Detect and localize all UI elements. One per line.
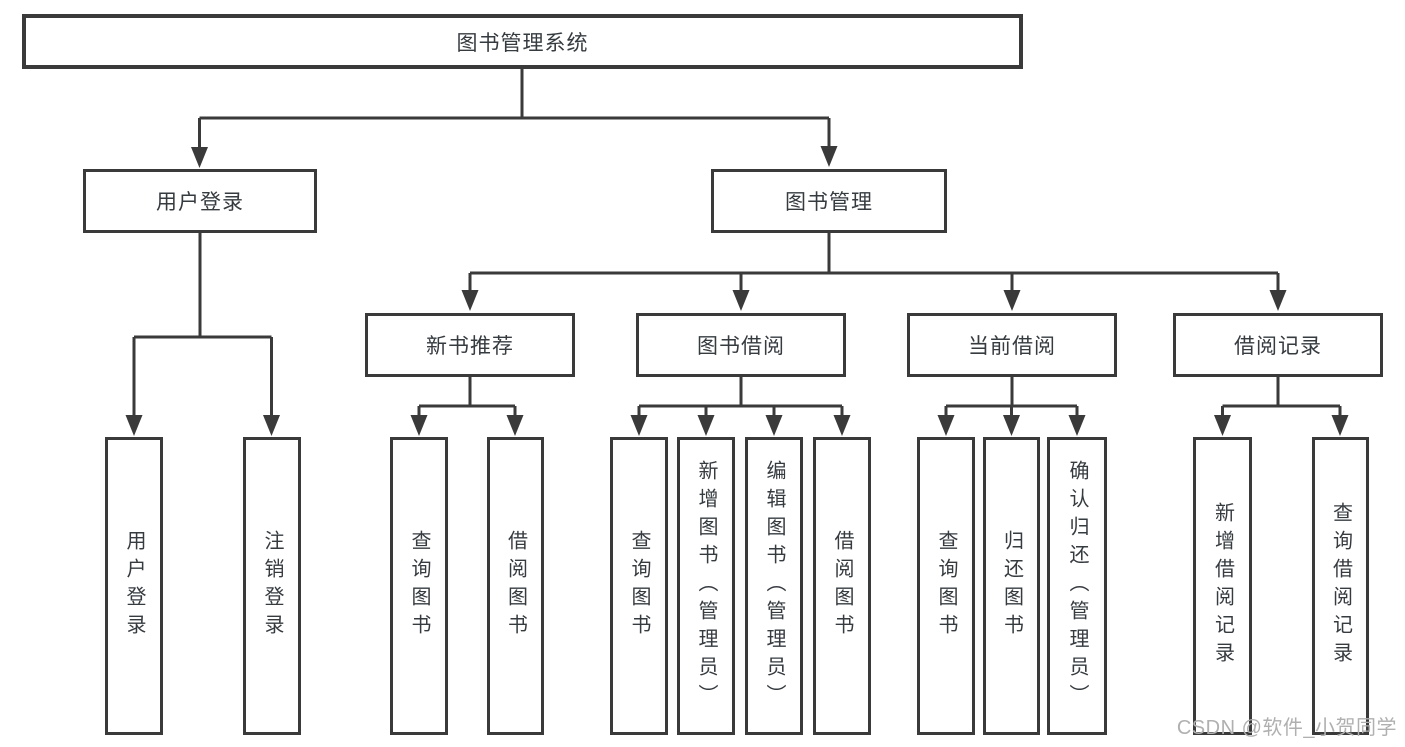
leaf-logout: 注销登录 [243,437,301,735]
node-label: 新书推荐 [426,335,514,358]
node-label: 图书管理系统 [456,31,589,55]
leaf-add-borrow-record: 新增借阅记录 [1193,437,1252,735]
leaf-user-login: 用户登录 [105,437,163,735]
node-book-management: 图书管理 [711,169,947,233]
node-book-borrowing: 图书借阅 [636,313,846,377]
node-label: 用户登录 [156,191,244,214]
node-label: 查询图书 [935,530,957,642]
node-label: 用户登录 [123,530,145,642]
node-label: 新增图书（管理员） [695,460,717,712]
node-label: 归还图书 [1000,530,1023,642]
node-current-borrowing: 当前借阅 [907,313,1117,377]
node-label: 查询借阅记录 [1329,502,1352,670]
node-label: 图书借阅 [697,335,785,358]
node-label: 当前借阅 [968,335,1056,358]
csdn-watermark: CSDN @软件_小贺同学 [1176,717,1397,739]
leaf-query-books-recommend: 查询图书 [390,437,448,735]
node-label: 编辑图书（管理员） [763,460,785,712]
node-borrow-records: 借阅记录 [1173,313,1383,377]
leaf-confirm-return-admin: 确认归还（管理员） [1047,437,1107,735]
leaf-query-borrow-record: 查询借阅记录 [1312,437,1369,735]
leaf-add-book-admin: 新增图书（管理员） [677,437,735,735]
node-library-system: 图书管理系统 [22,14,1023,69]
leaf-query-books-current: 查询图书 [917,437,975,735]
leaf-edit-book-admin: 编辑图书（管理员） [745,437,803,735]
leaf-borrow-books-borrowing: 借阅图书 [813,437,871,735]
leaf-query-books-borrowing: 查询图书 [610,437,668,735]
node-label: 确认归还（管理员） [1066,460,1088,712]
node-label: 新增借阅记录 [1211,502,1234,670]
node-label: 查询图书 [408,530,430,642]
node-label: 注销登录 [261,530,283,642]
leaf-borrow-books-recommend: 借阅图书 [487,437,544,735]
arrowheads [125,146,1349,436]
node-label: 借阅图书 [831,530,853,642]
node-label: 借阅记录 [1234,335,1322,358]
node-label: 图书管理 [785,191,873,214]
node-user-login: 用户登录 [83,169,317,233]
node-new-book-recommend: 新书推荐 [365,313,575,377]
node-label: 借阅图书 [504,530,527,642]
leaf-return-book: 归还图书 [983,437,1040,735]
node-label: 查询图书 [628,530,650,642]
